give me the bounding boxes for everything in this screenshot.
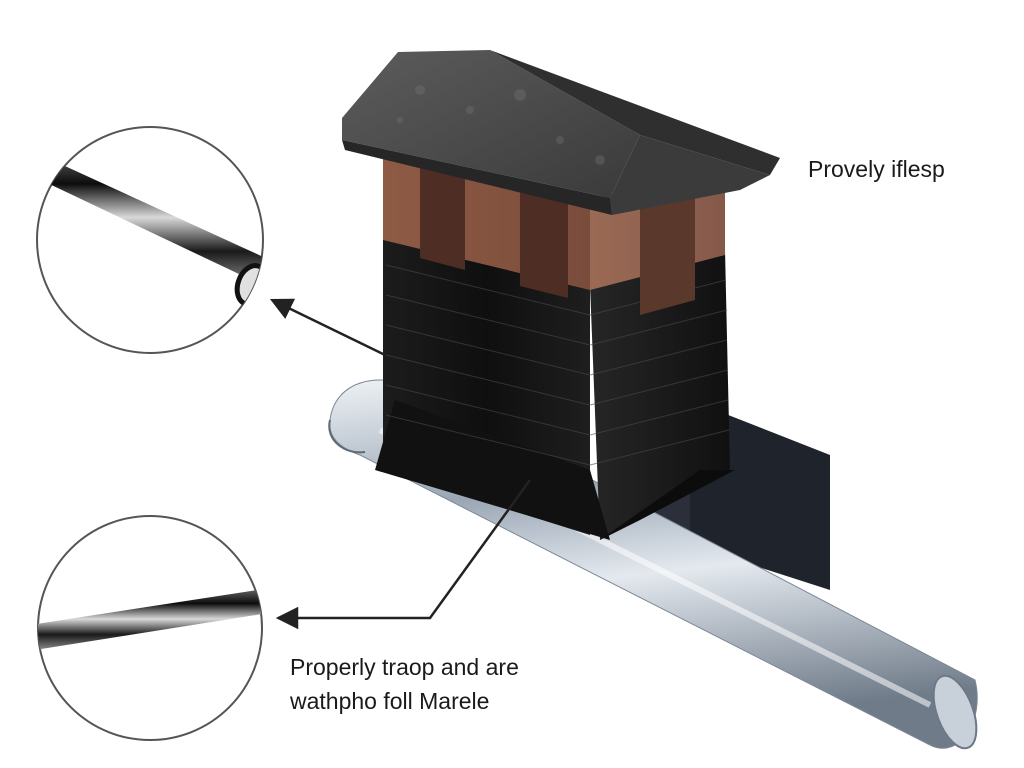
chimney-opening: [420, 165, 465, 270]
chimney-opening: [520, 188, 568, 298]
callout-arrow-upper: [269, 298, 386, 357]
upper-detail-inset: [36, 126, 264, 354]
black-waterproof-wrap: [375, 235, 735, 540]
callout-arrows: [269, 298, 532, 630]
callout-label-bottom-line2: wathpho foll Marele: [290, 688, 490, 714]
callout-arrow-lower: [275, 479, 532, 630]
black-tube-detail-icon: [38, 588, 262, 650]
callout-label-bottom: Properly traop and are wathpho foll Mare…: [290, 650, 519, 718]
chimney-opening: [640, 190, 695, 315]
slate-roof-cap: [342, 50, 780, 215]
lower-detail-inset: [37, 515, 263, 741]
callout-label-bottom-line1: Properly traop and are: [290, 654, 519, 680]
callout-label-top: Provely iflesp: [808, 156, 945, 182]
